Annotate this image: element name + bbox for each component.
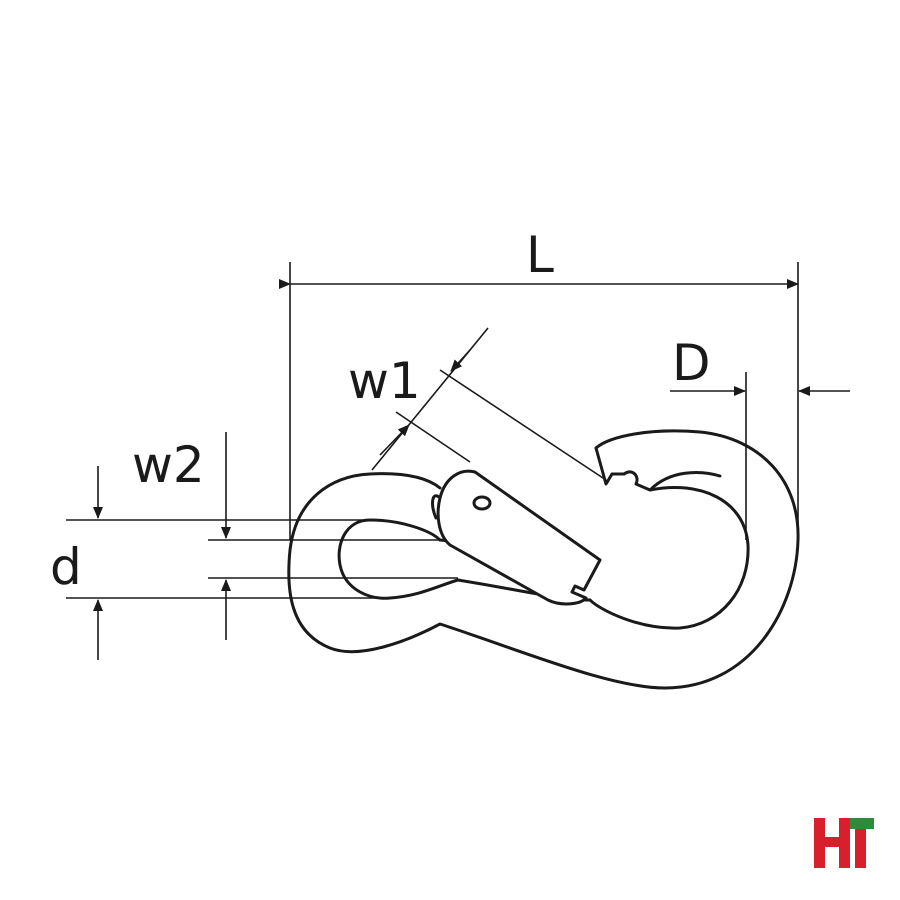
dimension-eye-opening: w2 bbox=[132, 432, 458, 640]
logo-red-bar-right bbox=[839, 818, 850, 868]
carabiner-outer-contour bbox=[287, 429, 800, 690]
logo-red-stem bbox=[855, 829, 866, 868]
label-hook-opening: D bbox=[672, 334, 711, 392]
gate-body bbox=[436, 469, 602, 606]
logo-red-bar-middle bbox=[825, 837, 839, 847]
dimension-length: L bbox=[279, 226, 799, 540]
label-gate-opening: w1 bbox=[348, 352, 421, 410]
dimension-hook-opening: D bbox=[670, 334, 850, 540]
carabiner-eye bbox=[337, 518, 460, 600]
dimension-wire-diameter: d bbox=[50, 466, 390, 660]
label-length: L bbox=[526, 226, 554, 284]
logo-green-bar bbox=[850, 818, 874, 829]
label-eye-opening: w2 bbox=[132, 436, 205, 494]
label-wire-diameter: d bbox=[50, 538, 82, 596]
gate-notch bbox=[594, 446, 722, 492]
brand-logo bbox=[814, 818, 874, 868]
gate-rivet bbox=[472, 495, 492, 511]
carabiner-inner-contour bbox=[588, 485, 750, 630]
gate-hinge bbox=[431, 494, 442, 520]
logo-red-bar-left bbox=[814, 818, 825, 868]
dimension-gate-opening: w1 bbox=[348, 327, 607, 481]
spring-gate bbox=[431, 469, 602, 606]
